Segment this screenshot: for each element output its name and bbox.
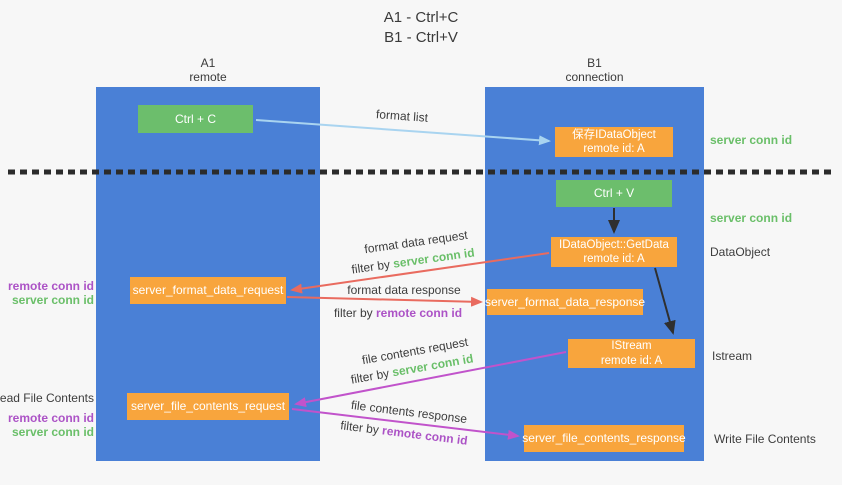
filter-by-text: filter by: [339, 418, 380, 437]
node-ctrl-c-label: Ctrl + C: [174, 111, 216, 126]
node-ctrl-c: Ctrl + C: [138, 105, 253, 133]
side-label-server-conn-id-mid: server conn id: [710, 211, 793, 225]
side-label-server-conn-id-2: server conn id: [11, 425, 94, 439]
node-server-format-data-response: server_format_data_response: [484, 289, 646, 315]
remote-conn-id-text: remote conn id: [376, 306, 463, 320]
node-ctrl-v: Ctrl + V: [556, 180, 672, 207]
lane-header-a1: A1 remote: [96, 56, 320, 84]
node-server-file-contents-request: server_file_contents_request: [127, 393, 289, 420]
node-save-idataobject: 保存IDataObject remote id: A: [555, 127, 673, 157]
lane-header-b1: B1 connection: [485, 56, 704, 84]
title-line-1: A1 - Ctrl+C: [383, 9, 459, 26]
node-server-format-data-response-label: server_format_data_response: [484, 294, 646, 309]
node-istream-line1: IStream: [611, 340, 652, 353]
lane-b1-role: connection: [565, 70, 624, 84]
node-save-idataobject-line2: remote id: A: [583, 143, 645, 155]
node-save-idataobject-line1: 保存IDataObject: [572, 128, 656, 141]
remote-conn-id-text: remote conn id: [381, 423, 469, 448]
side-label-write-file-contents: Write File Contents: [714, 432, 816, 446]
side-label-read-file-contents: Read File Contents: [0, 391, 94, 405]
side-label-server-conn-id-top: server conn id: [710, 133, 793, 147]
node-server-file-contents-response-label: server_file_contents_response: [522, 431, 686, 445]
lane-a1-name: A1: [200, 56, 216, 70]
node-server-file-contents-response: server_file_contents_response: [522, 425, 686, 452]
node-idataobject-getdata: IDataObject::GetData remote id: A: [551, 237, 677, 267]
lane-a1-role: remote: [189, 70, 227, 84]
side-label-server-conn-id-1: server conn id: [11, 293, 94, 307]
diagram-title: A1 - Ctrl+C B1 - Ctrl+V: [0, 8, 842, 48]
node-idataobject-getdata-line1: IDataObject::GetData: [559, 238, 669, 251]
filter-by-text: filter by: [333, 306, 373, 320]
edge-label-format-data-response: format data response: [347, 283, 461, 297]
node-server-file-contents-request-label: server_file_contents_request: [130, 399, 286, 413]
node-server-format-data-request: server_format_data_request: [130, 277, 286, 304]
side-label-remote-conn-id-1: remote conn id: [7, 279, 94, 293]
title-line-2: B1 - Ctrl+V: [384, 29, 458, 46]
node-istream: IStream remote id: A: [568, 339, 695, 368]
node-server-format-data-request-label: server_format_data_request: [132, 283, 284, 297]
side-label-dataobject: DataObject: [710, 245, 771, 259]
edge-label-filter-remote-conn-id-1: filter by remote conn id: [334, 306, 462, 320]
side-label-istream: Istream: [712, 349, 753, 363]
lane-b1-name: B1: [587, 56, 602, 70]
filter-by-text: filter by: [349, 366, 391, 387]
node-istream-line2: remote id: A: [600, 354, 663, 367]
edge-label-format-list: format list: [375, 107, 429, 125]
node-idataobject-getdata-line2: remote id: A: [583, 253, 645, 265]
side-label-remote-conn-id-2: remote conn id: [7, 411, 94, 425]
filter-by-text: filter by: [350, 257, 391, 277]
node-ctrl-v-label: Ctrl + V: [593, 186, 635, 200]
